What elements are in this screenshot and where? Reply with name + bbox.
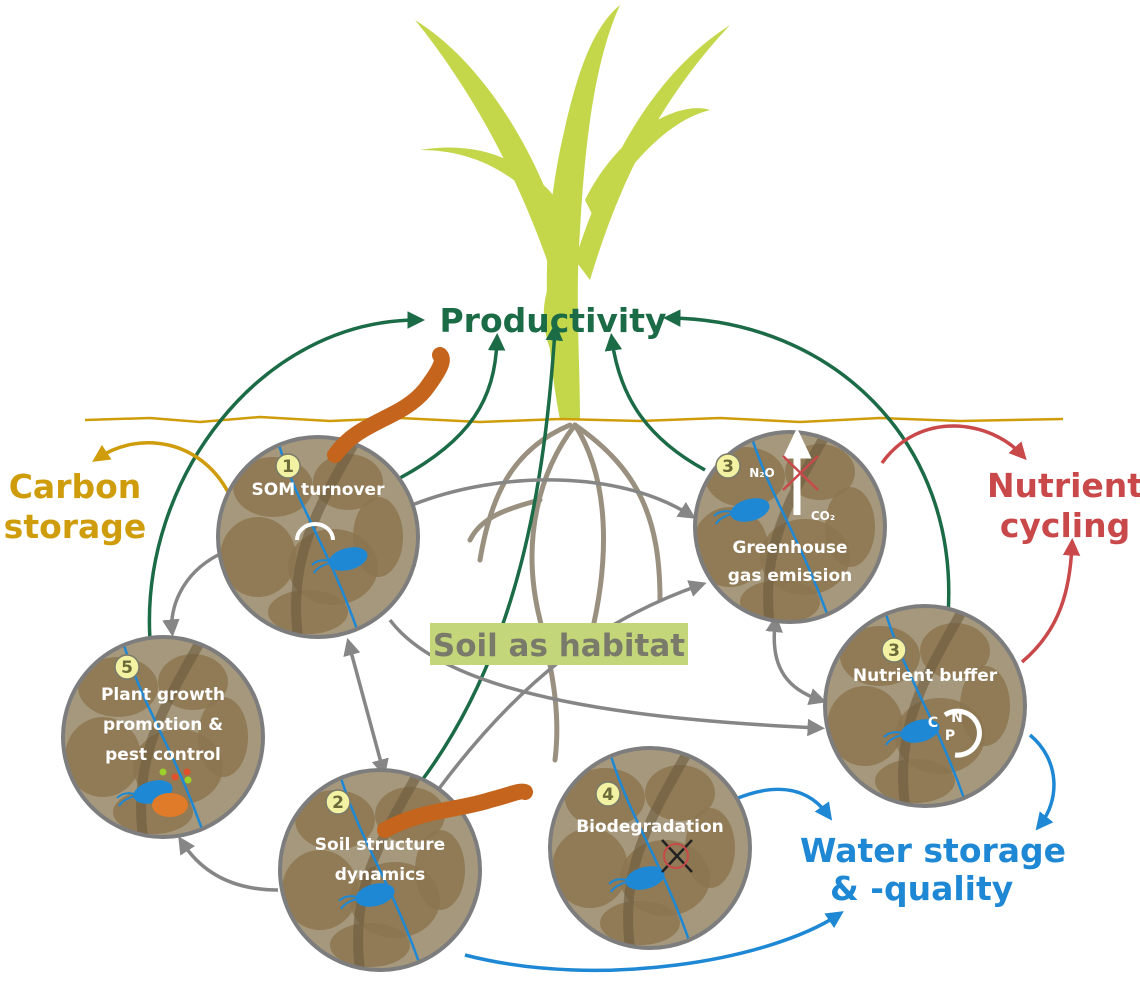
- process-label: Greenhouse: [732, 538, 847, 558]
- upward-arrow-icon: [782, 427, 812, 515]
- n2o-label: N₂O: [749, 466, 775, 480]
- soil-aggregates: [552, 748, 735, 948]
- signal-molecule-icon: [159, 768, 167, 776]
- element-label: P: [945, 728, 955, 744]
- plant-roots-illustration: [467, 422, 663, 763]
- soil-aggregates: [827, 606, 1010, 806]
- fungal-hypha: [608, 752, 692, 944]
- fungal-hypha: [883, 610, 967, 802]
- carbon-arrow: [92, 440, 230, 493]
- signal-molecule-icon: [183, 768, 191, 776]
- process-number: 3: [722, 457, 734, 477]
- fungal-hypha: [748, 432, 832, 622]
- process-number-badge: [715, 453, 741, 479]
- process-number: 3: [888, 641, 900, 661]
- process-label: pest control: [105, 745, 221, 765]
- process-number-badge: [275, 453, 301, 479]
- water-arrows: [464, 733, 1056, 973]
- process-label: Biodegradation: [576, 817, 724, 837]
- soil-surface-line: [84, 415, 1064, 424]
- element-label: N: [951, 710, 963, 726]
- turnover-arrow-icon: [295, 522, 335, 541]
- process-label: promotion &: [103, 715, 223, 735]
- process-number: 5: [121, 658, 133, 678]
- productivity-arrows: [147, 309, 951, 785]
- process-label: Nutrient buffer: [853, 666, 998, 686]
- plant-shoot-illustration: [415, 5, 730, 420]
- cycle-arrow-icon: [943, 708, 982, 758]
- process-number-badge: [881, 637, 907, 663]
- bacterium-icon: [730, 498, 770, 522]
- element-label: C: [928, 715, 938, 731]
- process-label: Soil structure: [315, 835, 445, 855]
- bacterium-icon: [355, 883, 395, 907]
- pollutant-icon: [663, 843, 689, 869]
- co2-label: CO₂: [811, 509, 835, 523]
- process-number-badge: [114, 654, 140, 680]
- process-number: 2: [332, 793, 344, 813]
- nutrient-arrows: [880, 424, 1081, 664]
- process-label: Plant growth: [101, 685, 225, 705]
- signal-molecule-icon: [184, 776, 192, 784]
- process-label: dynamics: [335, 865, 426, 885]
- process-label: gas emission: [728, 566, 853, 586]
- process-label: SOM turnover: [252, 480, 386, 500]
- productivity-label: Productivity: [439, 301, 666, 340]
- process-number-badge: [325, 789, 351, 815]
- signal-molecule-icon: [171, 773, 179, 781]
- pest-icon: [152, 793, 188, 817]
- bacterium-icon: [328, 547, 368, 571]
- process-number: 1: [282, 457, 294, 477]
- earthworm-icon: [377, 783, 533, 838]
- cross-icon: [661, 839, 693, 873]
- bacterium-icon: [625, 866, 665, 890]
- water-storage-quality-label: Water storage& -quality: [800, 831, 1066, 908]
- soil-habitat-label: Soil as habitat: [433, 628, 685, 664]
- earthworm-icon: [327, 347, 450, 463]
- soil-habitat-label-bg: [430, 623, 688, 665]
- soil-aggregates: [695, 432, 875, 622]
- bacterium-icon: [900, 719, 940, 743]
- cross-icon: [782, 455, 819, 491]
- process-number: 4: [602, 785, 614, 805]
- process-number-badge: [595, 781, 621, 807]
